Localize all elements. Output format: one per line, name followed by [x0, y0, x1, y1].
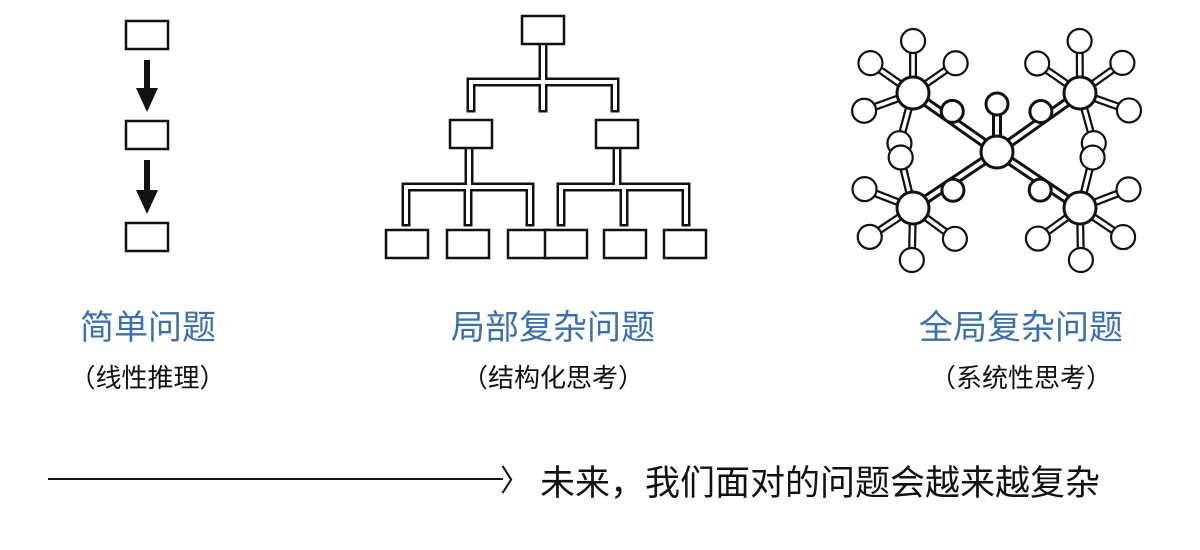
- network-hub-node-4: [895, 190, 931, 226]
- network-leaf-node: [1024, 225, 1052, 252]
- network-nodes: [851, 27, 1143, 274]
- network-leaf-node: [898, 246, 925, 274]
- panel-1-title: 简单问题: [80, 308, 216, 348]
- network-leaf-node: [1079, 144, 1106, 171]
- linear-arrow-head-2: [136, 190, 158, 214]
- network-hub-node-1: [895, 75, 931, 111]
- tree-leaf-box-1: [384, 228, 430, 260]
- tree-leaf-box-4: [543, 228, 589, 260]
- footer-statement: 未来，我们面对的问题会越来越复杂: [540, 464, 1101, 504]
- network-leaf-node: [851, 176, 878, 203]
- panel-3-title: 全局复杂问题: [919, 308, 1123, 348]
- network-leaf-node: [1115, 97, 1143, 124]
- tree-leaf-box-2: [445, 228, 491, 260]
- tree-leaf-box-5: [602, 228, 648, 260]
- network-leaf-node: [942, 50, 969, 77]
- tree-leaf-box-6: [662, 228, 708, 260]
- network-leaf-node: [1109, 49, 1136, 76]
- network-hub-node-3: [979, 134, 1015, 170]
- network-leaf-node: [856, 223, 883, 250]
- network-leaf-node: [899, 27, 927, 55]
- network-leaf-node: [1066, 27, 1093, 55]
- linear-box-1: [124, 19, 170, 51]
- network-leaf-node: [1024, 50, 1051, 77]
- panel-1-subtitle: （线性推理）: [69, 364, 226, 394]
- tree-root-box: [520, 14, 566, 46]
- network-hub-node-2: [1062, 75, 1098, 111]
- panel-2-title: 局部复杂问题: [451, 308, 655, 348]
- progress-arrow-line: [48, 478, 503, 480]
- network-bridge-node: [1027, 177, 1053, 203]
- tree-mid-box-right: [594, 118, 640, 150]
- network-bridge-node: [939, 98, 965, 124]
- network-leaf-node: [941, 225, 969, 252]
- network-bridge-node: [1028, 99, 1054, 125]
- network-bridge-node: [940, 177, 966, 203]
- tree-boxes: [384, 14, 708, 260]
- panel-3-subtitle: （系统性思考）: [929, 364, 1112, 394]
- network-leaf-node: [887, 144, 914, 171]
- network-bridge-node: [984, 91, 1010, 117]
- network-leaf-node: [851, 97, 878, 124]
- network-leaf-node: [1067, 246, 1095, 274]
- network-hub-node-5: [1062, 190, 1098, 226]
- linear-box-2: [124, 119, 170, 151]
- network-leaf-node: [1115, 176, 1142, 203]
- progress-arrow-head: 〉: [500, 464, 530, 499]
- panel-2-subtitle: （结构化思考）: [461, 364, 644, 394]
- network-leaf-node: [857, 50, 884, 77]
- linear-box-3: [124, 221, 170, 253]
- network-leaf-node: [1110, 223, 1137, 251]
- tree-connectors: [401, 40, 691, 227]
- linear-arrow-head-1: [136, 88, 158, 112]
- tree-mid-box-left: [448, 118, 494, 150]
